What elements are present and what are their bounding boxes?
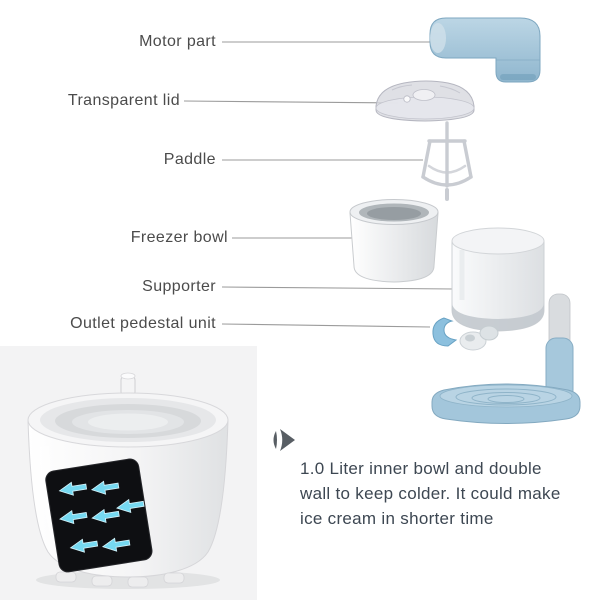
- freezer-bowl-illustration: [349, 199, 439, 283]
- label-motor-part: Motor part: [139, 33, 216, 50]
- caption-line-3: ice cream in shorter time: [300, 509, 494, 528]
- supporter-illustration: [451, 227, 545, 332]
- label-freezer-bowl: Freezer bowl: [130, 229, 228, 246]
- outlet-pedestal-illustration: [431, 293, 581, 424]
- leader-lines: [183, 41, 455, 328]
- bowl-direction-label: [45, 458, 153, 573]
- freezer-bowl-photo-art: [27, 372, 229, 589]
- label-transparent-lid: Transparent lid: [67, 92, 180, 109]
- paddle-illustration: [421, 121, 473, 201]
- play-icon: [273, 429, 295, 451]
- caption-line-1: 1.0 Liter inner bowl and double: [300, 459, 542, 478]
- label-supporter: Supporter: [142, 278, 216, 295]
- label-paddle: Paddle: [163, 151, 216, 168]
- motor-part-illustration: [429, 17, 541, 83]
- bowl-knob: [120, 372, 136, 397]
- freezer-bowl-photo: [0, 346, 257, 600]
- outlet-clip-illustration: [432, 317, 499, 351]
- caption-text: 1.0 Liter inner bowl and double wall to …: [300, 456, 600, 531]
- label-outlet-pedestal-unit: Outlet pedestal unit: [70, 315, 216, 332]
- caption-line-2: wall to keep colder. It could make: [300, 484, 561, 503]
- transparent-lid-illustration: [375, 80, 475, 122]
